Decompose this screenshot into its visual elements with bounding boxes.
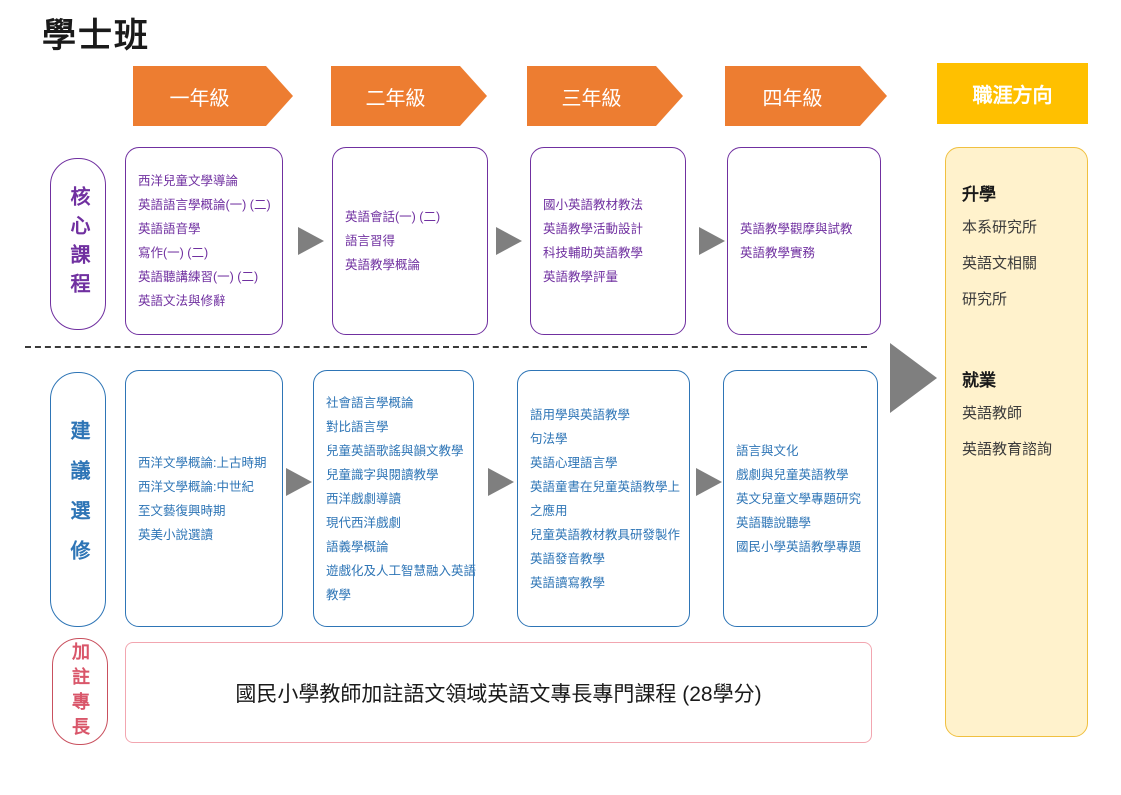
- year-banner-1: 一年級: [133, 66, 293, 126]
- course-item: 英語教學觀摩與試教: [740, 222, 853, 236]
- course-item: 至文藝復興時期: [138, 503, 226, 518]
- electives-year1-box: 西洋文學概論:上古時期西洋文學概論:中世紀至文藝復興時期英美小說選讀: [125, 370, 283, 627]
- flow-arrow-icon: [696, 468, 722, 496]
- course-item: 遊戲化及人工智慧融入英語: [326, 563, 477, 578]
- course-item: 語言習得: [345, 234, 396, 248]
- course-item: 英語教學實務: [740, 246, 816, 260]
- career-items-list: 本系研究所英語文相關研究所: [962, 210, 1071, 318]
- year-banner-4: 四年級: [725, 66, 887, 126]
- electives-year4-box: 語言與文化戲劇與兒童英語教學英文兒童文學專題研究英語聽說聽學國民小學英語教學專題: [723, 370, 878, 627]
- endorsement-row-label-text: 加註專長: [70, 641, 90, 742]
- course-item: 英語童書在兒童英語教學上: [530, 479, 681, 494]
- course-item: 現代西洋戲劇: [326, 515, 402, 530]
- dashed-divider: [25, 346, 867, 348]
- core-row-label-text: 核心課程: [67, 186, 89, 302]
- course-item: 西洋文學概論:中世紀: [138, 479, 254, 494]
- core-courses-year2-box: 英語會話(一) (二) 語言習得英語教學概論: [332, 147, 488, 335]
- course-item: 英美小說選讀: [138, 527, 214, 542]
- flow-arrow-icon: [286, 468, 312, 496]
- career-item: 研究所: [962, 291, 1008, 308]
- course-item: 英語語音學: [138, 222, 201, 236]
- flow-arrow-icon: [496, 227, 522, 255]
- core-courses-year4-box: 英語教學觀摩與試教英語教學實務: [727, 147, 881, 335]
- career-item: 英語教師: [962, 405, 1023, 422]
- course-item: 英語會話(一) (二): [345, 210, 441, 224]
- course-item: 英語聽講練習(一) (二): [138, 270, 259, 284]
- electives-row-label-text: 建議選修: [67, 419, 89, 580]
- course-item: 西洋戲劇導讀: [326, 491, 402, 506]
- course-item: 兒童識字與閱讀教學: [326, 467, 439, 482]
- course-item: 西洋文學概論:上古時期: [138, 455, 267, 470]
- course-item: 之應用: [530, 503, 568, 518]
- electives-year2-box: 社會語言學概論對比語言學兒童英語歌謠與韻文教學兒童識字與閱讀教學西洋戲劇導讀現代…: [313, 370, 477, 627]
- flow-arrow-icon: [699, 227, 725, 255]
- course-item: 兒童英語教材教具研發製作: [530, 527, 681, 542]
- course-item: 英語讀寫教學: [530, 575, 606, 590]
- flow-arrow-icon: [298, 227, 324, 255]
- career-section-heading: 就業: [962, 371, 996, 390]
- year-banner-3: 三年級: [527, 66, 683, 126]
- course-item: 科技輔助英語教學: [543, 246, 644, 260]
- course-item: 英語發音教學: [530, 551, 606, 566]
- endorsement-text: 國民小學教師加註語文領域英語文專長專門課程 (28學分): [235, 682, 762, 706]
- year-banner-2: 二年級: [331, 66, 487, 126]
- endorsement-row-label: 加註專長: [52, 638, 108, 745]
- course-item: 英語聽說聽學: [736, 515, 812, 530]
- career-item: 英語教育諮詢: [962, 441, 1053, 458]
- course-item: 戲劇與兒童英語教學: [736, 467, 849, 482]
- career-section-further-study: 升學 本系研究所英語文相關研究所: [962, 180, 1071, 318]
- endorsement-box: 國民小學教師加註語文領域英語文專長專門課程 (28學分): [125, 642, 872, 743]
- course-item: 語義學概論: [326, 539, 389, 554]
- career-item: 英語文相關: [962, 255, 1038, 272]
- course-item: 語言與文化: [736, 443, 799, 458]
- course-item: 語用學與英語教學: [530, 407, 631, 422]
- course-item: 英文兒童文學專題研究: [736, 491, 862, 506]
- career-directions-box: 升學 本系研究所英語文相關研究所 就業 英語教師英語教育諮詢: [945, 147, 1088, 737]
- core-courses-year3-box: 國小英語教材教法英語教學活動設計科技輔助英語教學英語教學評量: [530, 147, 686, 335]
- course-item: 國小英語教材教法: [543, 198, 644, 212]
- course-item: 英語教學評量: [543, 270, 619, 284]
- core-courses-year1-box: 西洋兒童文學導論英語語言學概論(一) (二) 英語語音學寫作(一) (二) 英語聽講…: [125, 147, 283, 335]
- course-item: 英語語言學概論(一) (二): [138, 198, 271, 212]
- electives-year3-box: 語用學與英語教學句法學英語心理語言學英語童書在兒童英語教學上之應用兒童英語教材教…: [517, 370, 690, 627]
- course-item: 兒童英語歌謠與韻文教學: [326, 443, 464, 458]
- year-banner-4-label: 四年級: [762, 87, 823, 110]
- course-item: 國民小學英語教學專題: [736, 539, 862, 554]
- course-item: 英語教學活動設計: [543, 222, 644, 236]
- core-row-label: 核心課程: [50, 158, 106, 330]
- course-item: 英語文法與修辭: [138, 294, 226, 308]
- flow-arrow-icon: [488, 468, 514, 496]
- course-item: 對比語言學: [326, 419, 389, 434]
- career-section-employment: 就業 英語教師英語教育諮詢: [962, 366, 1071, 468]
- course-item: 社會語言學概論: [326, 395, 414, 410]
- career-header-banner: 職涯方向: [937, 63, 1088, 124]
- career-header-label: 職涯方向: [972, 85, 1053, 107]
- year-banner-1-label: 一年級: [169, 87, 230, 110]
- career-flow-arrow-icon: [890, 343, 937, 413]
- career-item: 本系研究所: [962, 219, 1038, 236]
- year-banner-2-label: 二年級: [365, 87, 426, 110]
- course-item: 英語教學概論: [345, 258, 421, 272]
- course-item: 西洋兒童文學導論: [138, 174, 239, 188]
- course-item: 寫作(一) (二): [138, 246, 209, 260]
- electives-row-label: 建議選修: [50, 372, 106, 627]
- year-banner-3-label: 三年級: [561, 87, 622, 110]
- course-item: 英語心理語言學: [530, 455, 618, 470]
- course-item: 句法學: [530, 431, 568, 446]
- page-title: 學士班: [42, 17, 150, 55]
- career-items-list: 英語教師英語教育諮詢: [962, 396, 1071, 468]
- career-section-heading: 升學: [962, 185, 996, 204]
- course-item: 教學: [326, 587, 352, 602]
